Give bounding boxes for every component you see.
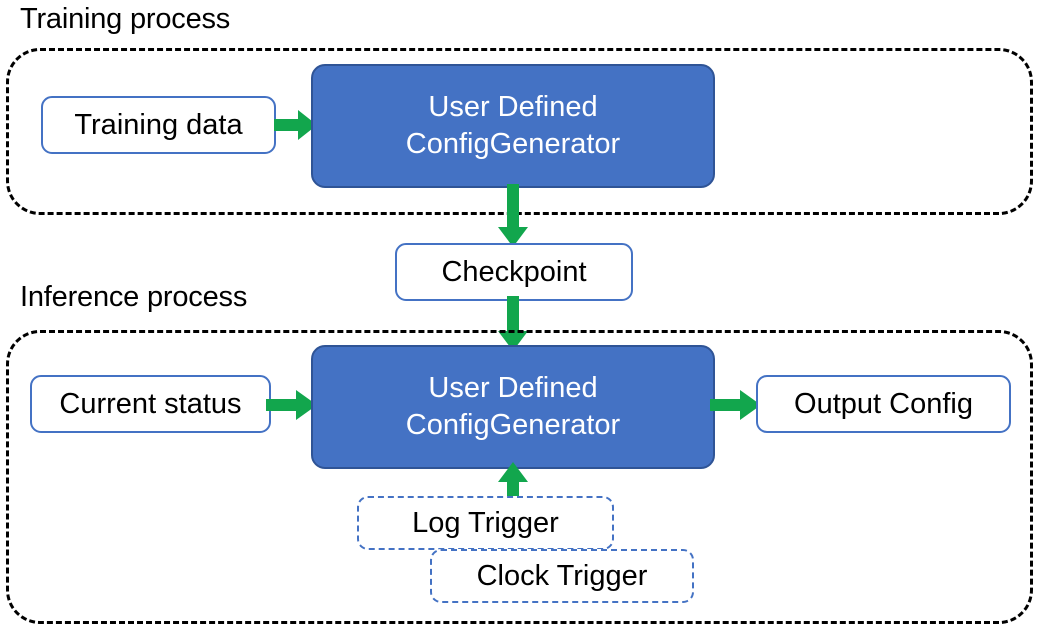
arrow-down-icon	[498, 296, 528, 351]
node-log-trigger-label: Log Trigger	[412, 506, 559, 539]
training-process-container	[6, 48, 1033, 215]
node-log-trigger[interactable]: Log Trigger	[357, 496, 614, 550]
node-checkpoint[interactable]: Checkpoint	[395, 243, 633, 301]
arrow-triggers-to-generator	[496, 462, 530, 506]
node-clock-trigger-label: Clock Trigger	[476, 559, 648, 592]
arrow-generator-to-output-config	[710, 388, 762, 422]
inference-process-title: Inference process	[20, 281, 248, 313]
node-output-config-label: Output Config	[794, 387, 973, 420]
arrow-checkpoint-to-inference-generator	[496, 296, 530, 352]
inference-process-container	[6, 330, 1033, 624]
arrow-right-icon	[710, 390, 761, 420]
node-training-config-generator-line2: ConfigGenerator	[405, 128, 621, 160]
node-training-config-generator[interactable]: User Defined ConfigGenerator	[311, 64, 715, 188]
node-training-data[interactable]: Training data	[41, 96, 276, 154]
node-output-config[interactable]: Output Config	[756, 375, 1011, 433]
node-current-status[interactable]: Current status	[30, 375, 271, 433]
arrow-current-status-to-generator	[266, 388, 318, 422]
node-inference-config-generator-line1: User Defined	[428, 371, 598, 404]
node-current-status-label: Current status	[59, 387, 242, 420]
arrow-right-icon	[266, 390, 317, 420]
arrow-right-icon	[274, 110, 317, 140]
training-process-title: Training process	[20, 3, 231, 35]
node-inference-config-generator-line2: ConfigGenerator	[405, 409, 621, 441]
node-training-config-generator-line1: User Defined	[428, 90, 598, 123]
node-training-data-label: Training data	[74, 108, 243, 141]
arrow-down-icon	[498, 184, 528, 247]
node-checkpoint-label: Checkpoint	[441, 255, 587, 288]
arrow-generator-to-checkpoint	[496, 184, 530, 248]
arrow-up-icon	[498, 462, 528, 505]
node-inference-config-generator[interactable]: User Defined ConfigGenerator	[311, 345, 715, 469]
arrow-training-data-to-generator	[274, 108, 318, 142]
node-clock-trigger[interactable]: Clock Trigger	[430, 549, 694, 603]
